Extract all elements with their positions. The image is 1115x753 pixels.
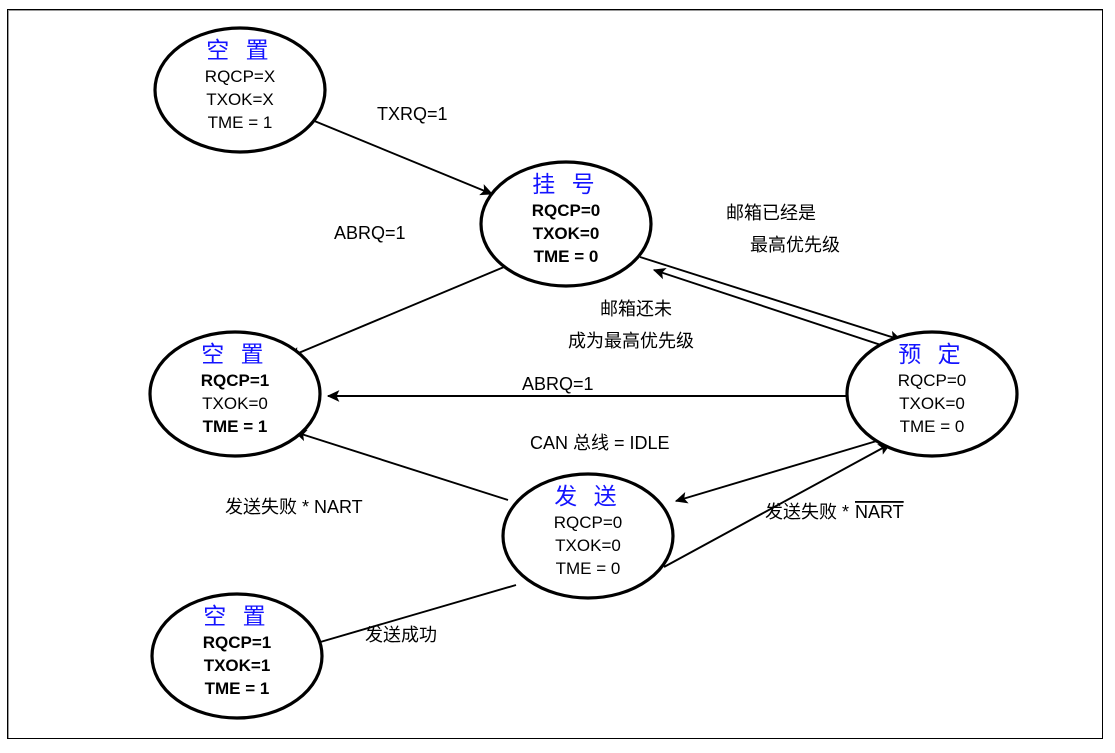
edge-label-priority-already-line1: 邮箱已经是 [726, 203, 816, 223]
state-title: 空 置 [203, 603, 270, 629]
edge-label-fail-not-nart-prefix: 发送失败 * [765, 502, 849, 522]
state-row-txok: TXOK=0 [202, 394, 268, 413]
edge-label-priority-already-line2: 最高优先级 [750, 235, 840, 255]
state-row-rqcp: RQCP=1 [203, 633, 272, 652]
edge-label-txrq: TXRQ=1 [377, 104, 448, 124]
edge-transmitting-to-idle-middle [293, 429, 509, 501]
edge-scheduled-to-transmitting [674, 439, 881, 504]
state-title: 预 定 [898, 341, 965, 367]
state-node-idle-middle[interactable]: 空 置 RQCP=1 TXOK=0 TME = 1 [148, 330, 322, 458]
edge-label-fail-nart: 发送失败 * NART [225, 497, 363, 517]
state-row-tme: TME = 0 [534, 247, 599, 266]
state-title: 挂 号 [532, 171, 599, 197]
edge-label-abrq-horizontal: ABRQ=1 [522, 374, 594, 394]
edge-label-priority-notyet-line2: 成为最高优先级 [568, 331, 694, 351]
state-row-tme: TME = 0 [556, 559, 621, 578]
state-row-rqcp: RQCP=0 [532, 201, 601, 220]
edge-scheduled-to-pending [652, 267, 894, 350]
state-row-txok: TXOK=X [206, 90, 274, 109]
state-node-idle-bottom[interactable]: 空 置 RQCP=1 TXOK=1 TME = 1 [150, 592, 324, 720]
edge-transmitting-to-idle-bottom [308, 584, 517, 648]
state-row-tme: TME = 1 [205, 679, 270, 698]
state-node-scheduled[interactable]: 预 定 RQCP=0 TXOK=0 TME = 0 [845, 330, 1019, 458]
state-row-rqcp: RQCP=0 [554, 513, 623, 532]
edge-label-send-success: 发送成功 [365, 625, 437, 645]
state-node-transmitting[interactable]: 发 送 RQCP=0 TXOK=0 TME = 0 [501, 472, 675, 600]
state-row-txok: TXOK=0 [899, 394, 965, 413]
state-row-rqcp: RQCP=0 [898, 371, 967, 390]
state-node-idle-top[interactable]: 空 置 RQCP=X TXOK=X TME = 1 [153, 26, 327, 154]
edge-pending-to-scheduled [639, 256, 903, 343]
edge-label-fail-not-nart-overlined: NART [855, 502, 904, 522]
state-row-rqcp: RQCP=1 [201, 371, 270, 390]
state-title: 空 置 [201, 341, 268, 367]
state-row-txok: TXOK=1 [204, 656, 271, 675]
state-row-rqcp: RQCP=X [205, 67, 275, 86]
state-title: 空 置 [206, 37, 273, 63]
state-row-txok: TXOK=0 [533, 224, 600, 243]
edge-transmitting-to-scheduled [663, 443, 892, 568]
edge-idle-top-to-pending [311, 119, 494, 196]
state-row-tme: TME = 1 [208, 113, 273, 132]
state-node-pending[interactable]: 挂 号 RQCP=0 TXOK=0 TME = 0 [479, 160, 653, 288]
state-row-tme: TME = 1 [203, 417, 268, 436]
state-row-tme: TME = 0 [900, 417, 965, 436]
edge-label-priority-notyet-line1: 邮箱还未 [600, 299, 672, 319]
edge-label-abrq-upper: ABRQ=1 [334, 223, 406, 243]
state-title: 发 送 [554, 483, 621, 509]
edge-pending-to-idle-middle [287, 266, 505, 359]
edge-label-can-bus-idle: CAN 总线 = IDLE [530, 433, 670, 453]
state-row-txok: TXOK=0 [555, 536, 621, 555]
